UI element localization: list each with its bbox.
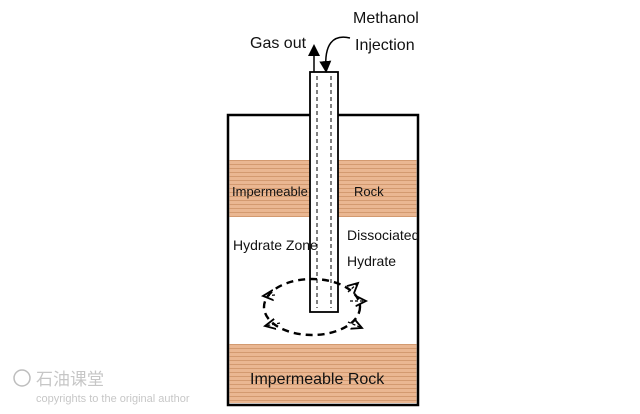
wellbore-casing <box>309 71 339 313</box>
watermark-logo-icon <box>13 369 31 387</box>
methanol-label: Methanol <box>353 10 419 27</box>
upper-rock-left-label: Impermeable <box>232 184 308 199</box>
injection-label: Injection <box>355 37 415 54</box>
bottom-rock-label: Impermeable Rock <box>250 371 385 388</box>
dissociation-arrow-left-up <box>263 295 276 296</box>
hydrate-label: Hydrate <box>347 253 396 269</box>
gas-out-label: Gas out <box>250 35 307 52</box>
watermark: 石油课堂 copyrights to the original author <box>13 369 190 405</box>
watermark-copyright: copyrights to the original author <box>36 393 190 405</box>
lower-impermeable-rock-layer <box>229 344 417 403</box>
watermark-brand: 石油课堂 <box>36 370 104 389</box>
dissociated-label: Dissociated <box>347 227 419 243</box>
dissociation-arrow-left-down <box>265 323 281 326</box>
dissociation-arrow-right-down <box>347 322 362 328</box>
hydrate-zone-label: Hydrate Zone <box>233 237 318 253</box>
upper-rock-right-label: Rock <box>354 184 384 199</box>
methanol-injection-arrow <box>319 36 351 73</box>
dissociation-arrow-right-up <box>348 283 358 292</box>
